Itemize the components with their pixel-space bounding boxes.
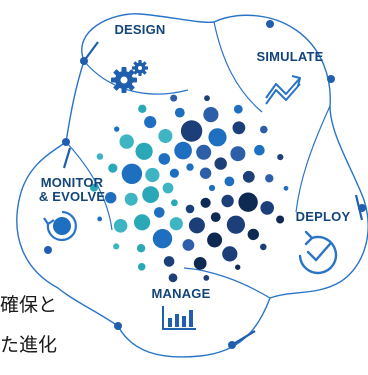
burst-dot [137,263,146,271]
burst-dot [119,134,134,149]
burst-dot [186,163,194,171]
burst-dot [200,197,211,208]
burst-dot [221,194,234,208]
burst-dot [247,228,259,241]
burst-dot [208,128,227,147]
burst-dot [199,167,212,179]
gears-icon [111,60,148,93]
stage-label-simulate: SIMULATE [256,49,324,64]
burst-dot [174,141,192,160]
burst-dot [222,246,238,262]
burst-dot [204,95,210,102]
burst-dot [138,104,147,114]
inner-arc-monitor [65,141,113,231]
node-bottom-left [114,322,122,330]
burst-dot [233,104,243,114]
side-text-line-2: た進化 [0,334,58,356]
inner-arc-manage [183,267,271,299]
burst-dot [170,94,178,102]
burst-dot [214,157,227,170]
burst-dot [185,204,195,214]
burst-dot [203,275,210,281]
stage-label-design: DESIGN [114,22,166,37]
burst-dot [113,219,128,233]
burst-dot [224,176,235,187]
burst-dot [238,192,258,212]
burst-dot [260,201,275,215]
burst-dot [180,120,203,142]
burst-dot [169,168,179,178]
burst-dot [171,199,178,207]
burst-dot [174,107,185,118]
bar-chart-icon [162,306,196,330]
burst-dot [235,264,241,270]
inner-arc-design [83,60,189,95]
accent-stroke-left [62,147,72,169]
burst-dot [168,273,178,283]
burst-dot [260,125,268,134]
accent-stroke-bottom [231,330,256,346]
burst-dot [135,142,153,160]
burst-dot [108,163,118,173]
cycle-icon [43,210,77,242]
burst-dot [182,239,195,251]
burst-dot [144,116,157,129]
burst-dot [203,107,219,123]
node-top-right [266,20,274,28]
burst-dot [154,207,165,218]
stage-label-deploy: DEPLOY [295,209,351,224]
burst-dot [208,184,216,192]
burst-dot [96,153,104,160]
burst-dot [232,121,246,135]
burst-dot [97,216,103,222]
burst-dot [283,185,289,191]
burst-dot [136,244,146,253]
node-left [62,138,70,146]
cycle-check-icon [298,230,338,275]
burst-dot [124,192,138,206]
burst-dot [142,186,160,204]
burst-dot [158,153,171,165]
inner-arc-deploy [295,105,331,213]
burst-dot [169,217,183,231]
node-deploy [358,204,366,212]
cycle-outline [16,13,368,358]
burst-dot [242,170,255,183]
burst-dot [114,126,120,132]
burst-dot [276,215,285,224]
burst-dot [260,243,267,251]
burst-dot [105,192,117,204]
side-text-line-1: 確保と [0,294,58,316]
stage-label-manage: MANAGE [151,286,211,301]
burst-dot [265,174,274,183]
burst-dot [226,215,245,234]
center-dot-burst [90,94,289,283]
node-right [327,75,335,83]
burst-dot [113,243,120,250]
burst-dot [121,163,143,184]
burst-dot [152,229,173,249]
burst-dot [207,232,223,248]
burst-dot [162,182,174,194]
burst-dot [230,146,246,162]
burst-dot [277,154,284,161]
inner-arc-simulate [213,21,263,113]
burst-dot [90,183,98,192]
stage-label-monitor: MONITOR & EVOLVE [38,175,106,204]
trend-arrows-icon [265,75,301,105]
burst-dot [145,167,160,183]
burst-dot [163,256,175,267]
node-bottom [228,341,236,349]
node-top [80,57,88,65]
node-left-lower [44,246,52,254]
burst-dot [210,212,221,223]
burst-dot [193,257,207,270]
burst-dot [188,217,205,234]
burst-dot [254,144,265,156]
burst-dot [158,129,173,143]
burst-dot [134,214,151,231]
burst-dot [196,144,212,160]
